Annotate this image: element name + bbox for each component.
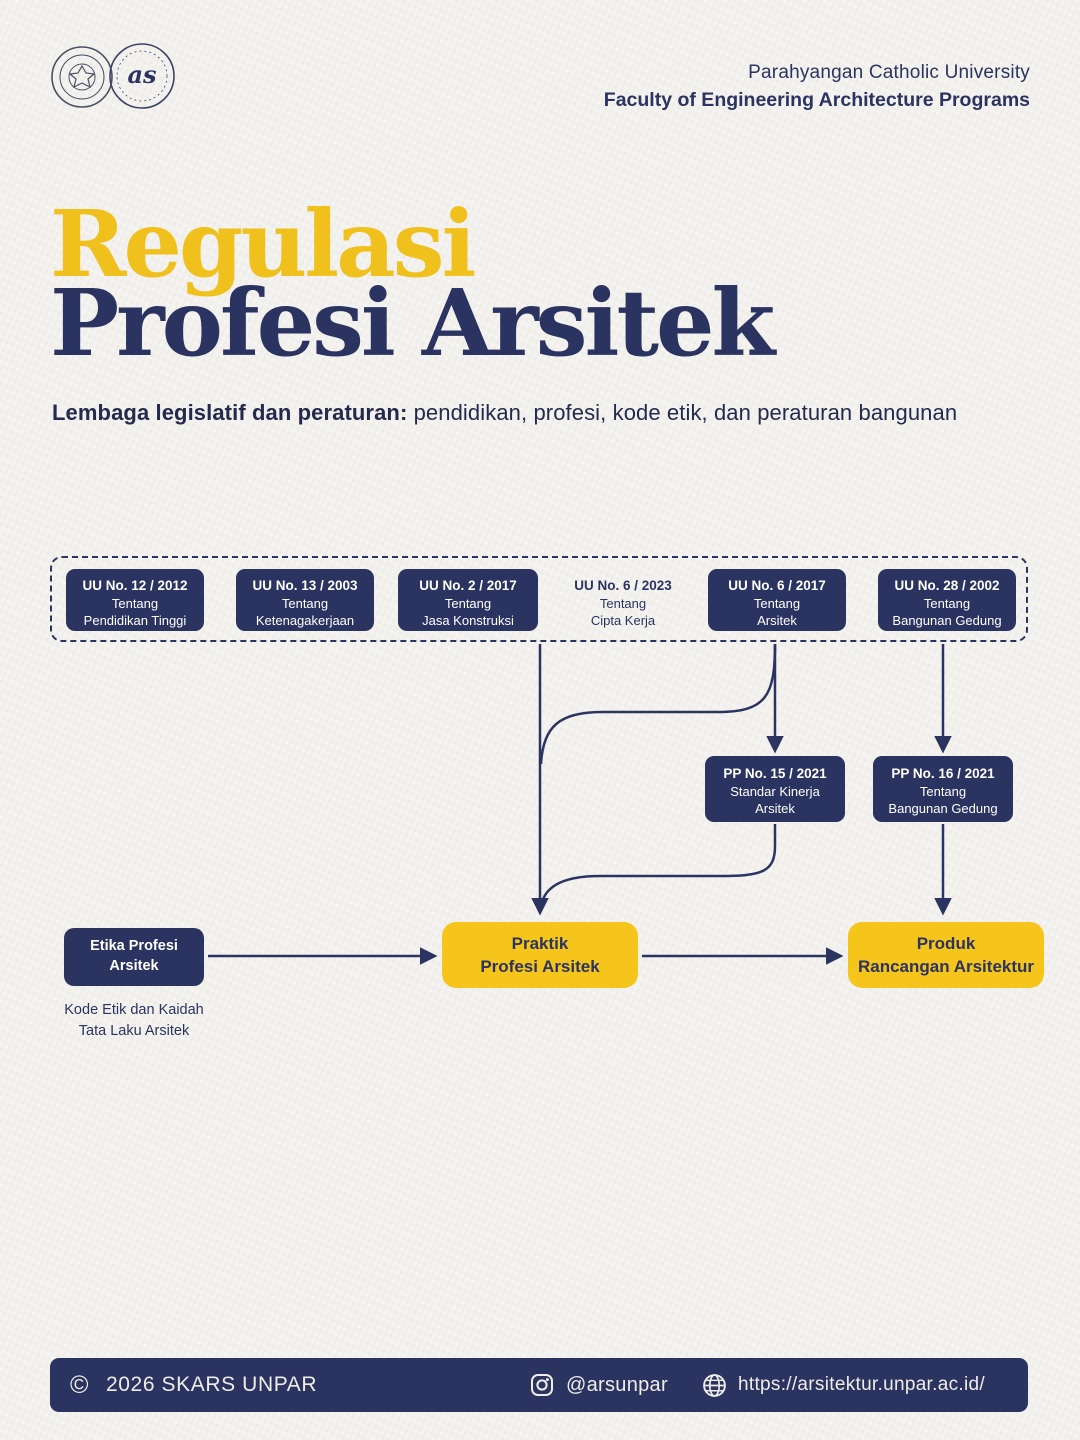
page-title-line2: Profesi Arsitek — [50, 269, 775, 377]
pp-number: PP No. 15 / 2021 — [723, 766, 827, 781]
outcome-line1: Produk — [916, 933, 976, 953]
law-name: Ketenagakerjaan — [255, 612, 355, 628]
copyright-icon: © — [70, 1370, 89, 1399]
law-tentang: Tentang — [923, 595, 971, 611]
connector-uu-arsitek-to-praktik — [539, 643, 777, 765]
instagram-handle: @arsunpar — [566, 1373, 668, 1396]
architecture-program-logo: as — [108, 42, 176, 115]
law-number: UU No. 13 / 2003 — [252, 578, 358, 593]
pp-node-bangunan-gedung: PP No. 16 / 2021 Tentang Bangunan Gedung — [873, 756, 1013, 822]
law-number: UU No. 6 / 2023 — [574, 578, 672, 593]
ethics-caption-line2: Tata Laku Arsitek — [78, 1023, 190, 1040]
outcome-line1: Praktik — [511, 933, 569, 953]
law-node-ketenagakerjaan: UU No. 13 / 2003 Tentang Ketenagakerjaan — [236, 569, 374, 631]
law-number: UU No. 28 / 2002 — [894, 578, 1000, 593]
laws-group-frame: UU No. 12 / 2012 Tentang Pendidikan Ting… — [50, 556, 1028, 642]
law-tentang: Tentang — [444, 595, 492, 611]
pp-name: Arsitek — [755, 800, 795, 816]
law-name: Pendidikan Tinggi — [83, 612, 187, 628]
ethics-caption: Kode Etik dan Kaidah Tata Laku Arsitek — [39, 1000, 229, 1042]
subtitle-rest: pendidikan, profesi, kode etik, dan pera… — [413, 400, 958, 425]
law-number: UU No. 2 / 2017 — [419, 578, 517, 593]
law-node-bangunan-gedung: UU No. 28 / 2002 Tentang Bangunan Gedung — [878, 569, 1016, 631]
pp-name: Bangunan Gedung — [888, 800, 998, 816]
law-tentang: Tentang — [599, 595, 647, 611]
page-subtitle: Lembaga legislatif dan peraturan: pendid… — [52, 400, 957, 426]
copyright-text: 2026 SKARS UNPAR — [106, 1373, 318, 1396]
law-node-cipta-kerja: UU No. 6 / 2023 Tentang Cipta Kerja — [553, 569, 693, 631]
ethics-node: Etika Profesi Arsitek — [64, 928, 204, 986]
law-tentang: Tentang — [753, 595, 801, 611]
globe-icon — [702, 1358, 727, 1412]
law-tentang: Tentang — [111, 595, 159, 611]
instagram-icon — [530, 1358, 554, 1412]
law-number: UU No. 12 / 2012 — [82, 578, 188, 593]
outcome-line2: Rancangan Arsitektur — [857, 957, 1035, 976]
law-name: Bangunan Gedung — [892, 612, 1002, 628]
architecture-logo-monogram: as — [127, 60, 157, 89]
pp-number: PP No. 16 / 2021 — [891, 766, 995, 781]
outcome-line2: Profesi Arsitek — [480, 957, 600, 976]
pp-node-standar-kinerja: PP No. 15 / 2021 Standar Kinerja Arsitek — [705, 756, 845, 822]
website-url: https://arsitektur.unpar.ac.id/ — [738, 1374, 985, 1395]
law-tentang: Tentang — [281, 595, 329, 611]
connector-pp15-to-praktik — [539, 824, 777, 909]
subtitle-lead: Lembaga legislatif dan peraturan: — [52, 400, 408, 425]
university-name: Parahyangan Catholic University — [748, 62, 1030, 83]
law-number: UU No. 6 / 2017 — [728, 578, 826, 593]
ethics-caption-line1: Kode Etik dan Kaidah — [64, 1002, 204, 1018]
unpar-crest-logo — [50, 45, 114, 114]
footer-bar: © 2026 SKARS UNPAR @arsunpar https://ars… — [50, 1358, 1028, 1412]
law-node-pendidikan-tinggi: UU No. 12 / 2012 Tentang Pendidikan Ting… — [66, 569, 204, 631]
faculty-name: Faculty of Engineering Architecture Prog… — [603, 88, 1030, 111]
pp-mid: Standar Kinerja — [730, 783, 820, 799]
outcome-node-praktik: Praktik Profesi Arsitek — [442, 922, 638, 988]
law-name: Jasa Konstruksi — [422, 612, 514, 628]
law-node-arsitek: UU No. 6 / 2017 Tentang Arsitek — [708, 569, 846, 631]
ethics-line1: Etika Profesi — [90, 938, 178, 955]
ethics-line2: Arsitek — [109, 958, 159, 974]
law-node-jasa-konstruksi: UU No. 2 / 2017 Tentang Jasa Konstruksi — [398, 569, 538, 631]
outcome-node-produk: Produk Rancangan Arsitektur — [848, 922, 1044, 988]
pp-mid: Tentang — [919, 783, 967, 799]
law-name: Arsitek — [757, 612, 797, 628]
institution-header: Parahyangan Catholic University Faculty … — [604, 62, 1030, 112]
page-title-line1: Regulasi — [50, 190, 477, 298]
law-name: Cipta Kerja — [590, 612, 656, 628]
